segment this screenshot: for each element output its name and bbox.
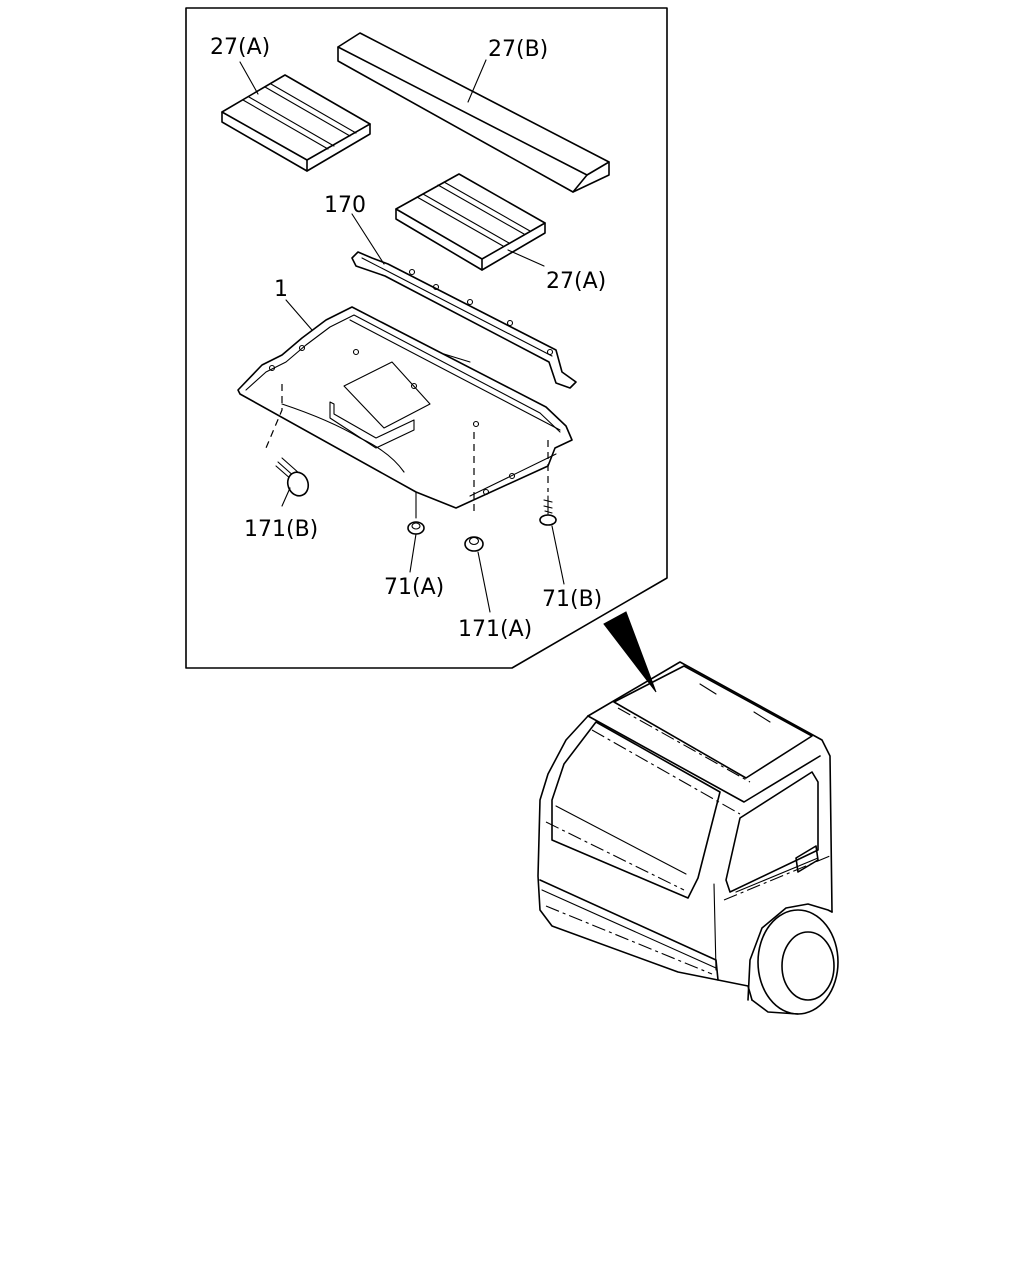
- leader-clip-171a: [477, 551, 491, 613]
- rail-170[interactable]: [351, 251, 577, 389]
- leader-clip-171b: [281, 487, 291, 507]
- leader-pad-27a-mid: [507, 249, 545, 267]
- exploded-view-frame: [185, 7, 668, 669]
- leader-nut-71a: [409, 533, 417, 573]
- truck-cab-icon: [537, 661, 839, 1015]
- leader-rail-170: [351, 213, 385, 265]
- label-clip-171a: 171(A): [458, 617, 532, 642]
- label-nut-71a: 71(A): [384, 575, 444, 600]
- nut-71a[interactable]: [407, 521, 425, 535]
- clip-171a[interactable]: [464, 536, 484, 552]
- location-pointer-icon: [603, 611, 657, 693]
- label-screw-71b: 71(B): [542, 587, 602, 612]
- label-strip-27b: 27(B): [488, 37, 548, 62]
- pad-27a-mid[interactable]: [395, 173, 546, 271]
- label-clip-171b: 171(B): [244, 517, 318, 542]
- label-rail-170: 170: [324, 193, 366, 218]
- headliner-1[interactable]: [237, 306, 573, 509]
- screw-71b[interactable]: [539, 495, 557, 526]
- leader-screw-71b: [551, 525, 565, 585]
- label-pad-27a-top: 27(A): [210, 35, 270, 60]
- leader-pad-27a-top: [239, 61, 259, 95]
- clip-171b[interactable]: [275, 457, 312, 499]
- label-headliner-1: 1: [274, 277, 288, 302]
- dash-line-171b: [265, 384, 283, 449]
- pad-27a-top[interactable]: [221, 74, 371, 172]
- label-pad-27a-mid: 27(A): [546, 269, 606, 294]
- leader-strip-27b: [467, 59, 487, 103]
- strip-27b[interactable]: [337, 32, 610, 193]
- leader-headliner-1: [285, 299, 313, 331]
